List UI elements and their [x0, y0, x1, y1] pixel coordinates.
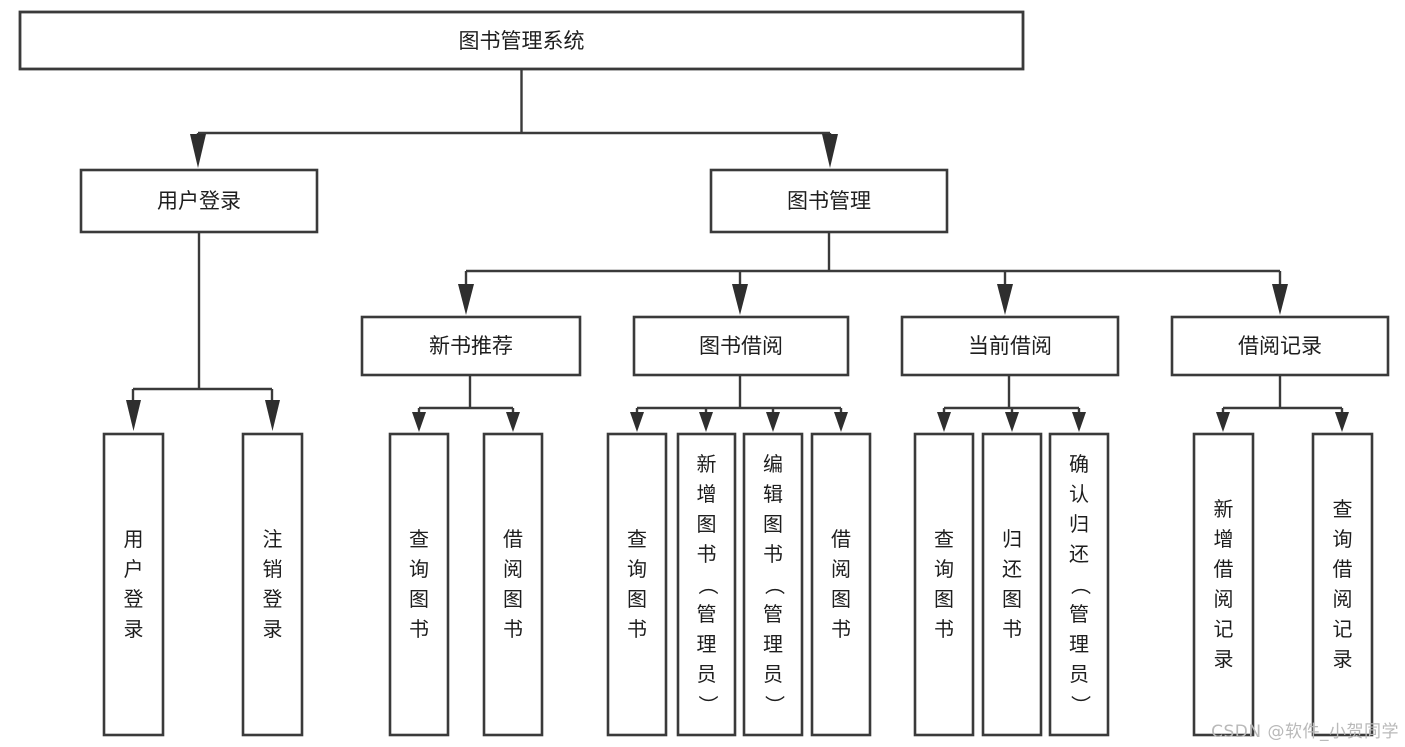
node-leaf-borrow-book-2-box[interactable] — [810, 432, 872, 737]
svg-text:（: （ — [1069, 575, 1093, 595]
arrow-head-leaf-query-record — [1335, 412, 1349, 432]
node-book-manage-label: 图书管理 — [787, 189, 871, 213]
node-leaf-borrow-book-1-label: 借阅图书 — [503, 527, 523, 641]
node-leaf-borrow-book-1-box[interactable] — [482, 432, 544, 737]
node-leaf-query-book-2-label: 查询图书 — [627, 527, 647, 641]
node-leaf-borrow-book-2[interactable]: 借阅图书 — [810, 432, 872, 737]
node-leaf-query-record-label: 查询借阅记录 — [1333, 497, 1353, 671]
arrow-head-leaf-return-book — [1005, 412, 1019, 432]
node-new-book-recommend[interactable]: 新书推荐 — [360, 315, 582, 377]
node-leaf-user-logout-label: 注销登录 — [263, 527, 283, 641]
node-borrow-record[interactable]: 借阅记录 — [1170, 315, 1390, 377]
arrow-head-leaf-borrow-book-1 — [506, 412, 520, 432]
node-leaf-query-book-3-label: 查询图书 — [934, 527, 954, 641]
svg-text:（: （ — [763, 575, 787, 595]
node-book-borrow-box[interactable] — [632, 315, 850, 377]
arrow-head-book-manage — [822, 134, 838, 168]
node-leaf-confirm-return[interactable]: 确认归还管理员 （ ） — [1048, 432, 1110, 737]
connector-group-root — [190, 69, 838, 168]
node-book-borrow[interactable]: 图书借阅 — [632, 315, 850, 377]
node-leaf-user-login-box[interactable] — [102, 432, 165, 737]
arrow-head-leaf-query-book-2 — [630, 412, 644, 432]
node-borrow-record-box[interactable] — [1170, 315, 1390, 377]
node-leaf-confirm-return-label: 确认归还管理员 — [1069, 452, 1089, 686]
node-leaf-add-book[interactable]: 新增图书管理员 （ ） — [676, 432, 737, 737]
node-current-borrow-box[interactable] — [900, 315, 1120, 377]
node-leaf-query-book-2-box[interactable] — [606, 432, 668, 737]
arrow-head-user-login — [190, 134, 206, 168]
node-leaf-query-book-1-label: 查询图书 — [409, 527, 429, 641]
node-leaf-edit-book-box[interactable] — [742, 432, 804, 737]
node-leaf-add-record-label: 新增借阅记录 — [1214, 497, 1234, 671]
connector-group-current-borrow — [937, 375, 1086, 432]
node-book-borrow-label: 图书借阅 — [699, 334, 783, 358]
node-leaf-add-record-box[interactable] — [1192, 432, 1255, 737]
node-leaf-user-logout-box[interactable] — [241, 432, 304, 737]
arrow-head-borrow-record — [1272, 284, 1288, 315]
arrow-head-new-book-recommend — [458, 284, 474, 315]
node-leaf-return-book-box[interactable] — [981, 432, 1043, 737]
node-leaf-user-login[interactable]: 用户登录 — [102, 432, 165, 737]
node-book-manage-box[interactable] — [709, 168, 949, 234]
connector-group-borrow-record — [1216, 375, 1349, 432]
node-leaf-query-book-1[interactable]: 查询图书 — [388, 432, 450, 737]
node-user-login[interactable]: 用户登录 — [79, 168, 319, 234]
node-new-book-recommend-label: 新书推荐 — [429, 334, 513, 358]
arrow-head-leaf-query-book-1 — [412, 412, 426, 432]
arrow-head-leaf-add-book — [699, 412, 713, 432]
node-root[interactable]: 图书管理系统 — [18, 10, 1025, 71]
csdn-watermark: CSDN @软件_小贺同学 — [1211, 722, 1399, 742]
node-leaf-return-book-label: 归还图书 — [1002, 527, 1022, 641]
svg-text:）: ） — [1069, 695, 1093, 715]
svg-text:）: ） — [763, 695, 787, 715]
svg-text:（: （ — [696, 575, 720, 595]
node-root-label: 图书管理系统 — [459, 29, 585, 53]
arrow-head-current-borrow — [997, 284, 1013, 315]
connector-group-book-manage — [458, 232, 1288, 315]
arrow-head-leaf-borrow-book-2 — [834, 412, 848, 432]
arrow-head-leaf-query-book-3 — [937, 412, 951, 432]
arrow-head-leaf-edit-book — [766, 412, 780, 432]
node-leaf-query-record[interactable]: 查询借阅记录 — [1311, 432, 1374, 737]
node-leaf-add-book-label: 新增图书管理员 — [697, 452, 717, 686]
node-leaf-borrow-book-2-label: 借阅图书 — [831, 527, 851, 641]
node-leaf-add-record[interactable]: 新增借阅记录 — [1192, 432, 1255, 737]
arrow-head-leaf-user-logout — [265, 400, 280, 431]
connector-group-user-login — [126, 232, 280, 431]
node-user-login-label: 用户登录 — [157, 189, 241, 213]
node-leaf-query-book-3-box[interactable] — [913, 432, 975, 737]
node-leaf-add-book-box[interactable] — [676, 432, 737, 737]
connector-group-book-borrow — [630, 375, 848, 432]
arrow-head-leaf-user-login — [126, 400, 141, 431]
node-leaf-query-book-3[interactable]: 查询图书 — [913, 432, 975, 737]
svg-text:）: ） — [696, 695, 720, 715]
arrow-head-leaf-add-record — [1216, 412, 1230, 432]
node-leaf-query-book-1-box[interactable] — [388, 432, 450, 737]
node-leaf-borrow-book-1[interactable]: 借阅图书 — [482, 432, 544, 737]
arrow-head-book-borrow — [732, 284, 748, 315]
node-leaf-query-record-box[interactable] — [1311, 432, 1374, 737]
node-leaf-user-login-label: 用户登录 — [124, 527, 144, 641]
connector-group-new-book-recommend — [412, 375, 520, 432]
node-book-manage[interactable]: 图书管理 — [709, 168, 949, 234]
node-new-book-recommend-box[interactable] — [360, 315, 582, 377]
node-leaf-query-book-2[interactable]: 查询图书 — [606, 432, 668, 737]
node-leaf-confirm-return-box[interactable] — [1048, 432, 1110, 737]
node-current-borrow-label: 当前借阅 — [968, 334, 1052, 358]
node-borrow-record-label: 借阅记录 — [1238, 334, 1322, 358]
node-leaf-edit-book-label: 编辑图书管理员 — [763, 452, 783, 686]
node-user-login-box[interactable] — [79, 168, 319, 234]
node-root-box[interactable] — [18, 10, 1025, 71]
arrow-head-leaf-confirm-return — [1072, 412, 1086, 432]
node-current-borrow[interactable]: 当前借阅 — [900, 315, 1120, 377]
node-leaf-return-book[interactable]: 归还图书 — [981, 432, 1043, 737]
node-leaf-user-logout[interactable]: 注销登录 — [241, 432, 304, 737]
node-leaf-edit-book[interactable]: 编辑图书管理员 （ ） — [742, 432, 804, 737]
